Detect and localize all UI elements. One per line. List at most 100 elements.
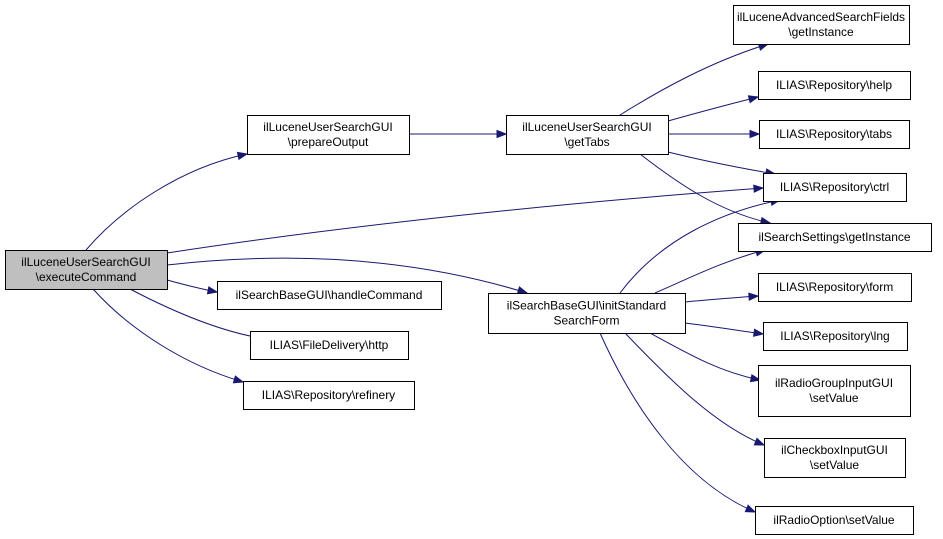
edge-line bbox=[129, 288, 261, 339]
node-box bbox=[5, 250, 168, 290]
node-handle-command[interactable]: ilSearchBaseGUI\handleCommand bbox=[217, 281, 442, 310]
edge-init-standard-search-form-to-checkbox bbox=[624, 332, 766, 446]
node-label-line: ILIAS\Repository\lng bbox=[780, 329, 889, 343]
edge-line bbox=[667, 151, 776, 175]
edge-arrowhead bbox=[206, 286, 219, 295]
edge-arrowhead bbox=[747, 95, 760, 104]
node-label-line: ILIAS\Repository\refinery bbox=[262, 388, 395, 402]
node-box bbox=[506, 115, 669, 155]
node-label-line: ilLuceneAdvancedSearchFields bbox=[737, 10, 905, 24]
edge-get-tabs-to-repo-help bbox=[667, 95, 760, 122]
node-label-line: \prepareOutput bbox=[288, 135, 369, 149]
node-label-line: \setValue bbox=[809, 391, 858, 405]
node-box bbox=[733, 5, 910, 45]
edge-init-standard-search-form-to-search-settings bbox=[654, 248, 767, 294]
node-label-line: ilSearchBaseGUI\handleCommand bbox=[236, 288, 423, 302]
node-execute-command[interactable]: ilLuceneUserSearchGUI\executeCommand bbox=[5, 250, 168, 290]
node-repo-lng[interactable]: ILIAS\Repository\lng bbox=[763, 322, 908, 351]
node-label-line: ilSearchSettings\getInstance bbox=[758, 230, 910, 244]
node-box bbox=[247, 115, 410, 155]
edge-line bbox=[684, 295, 759, 303]
node-refinery[interactable]: ILIAS\Repository\refinery bbox=[243, 381, 415, 410]
node-repo-form[interactable]: ILIAS\Repository\form bbox=[758, 273, 912, 302]
node-box bbox=[759, 120, 910, 149]
node-box bbox=[758, 273, 912, 302]
edge-arrowhead bbox=[236, 151, 249, 161]
edge-prepare-output-to-get-tabs bbox=[409, 129, 508, 139]
edge-execute-command-to-prepare-output bbox=[85, 151, 249, 251]
edge-execute-command-to-handle-command bbox=[166, 279, 219, 295]
node-label-line: ilLuceneUserSearchGUI bbox=[522, 120, 651, 134]
edge-arrowhead bbox=[749, 129, 761, 139]
node-repo-help[interactable]: ILIAS\Repository\help bbox=[758, 71, 911, 100]
edges-layer bbox=[85, 42, 782, 513]
edge-line bbox=[667, 96, 759, 122]
edge-line bbox=[599, 332, 756, 513]
edge-get-tabs-to-advanced-search-fields bbox=[619, 42, 770, 116]
edge-line bbox=[624, 332, 765, 446]
edge-init-standard-search-form-to-radio-group bbox=[649, 332, 762, 383]
edge-execute-command-to-repo-ctrl bbox=[166, 184, 765, 254]
node-label-line: ilLuceneUserSearchGUI bbox=[263, 120, 392, 134]
node-box bbox=[217, 281, 442, 310]
node-box bbox=[488, 293, 686, 334]
edge-get-tabs-to-repo-ctrl bbox=[667, 151, 777, 177]
node-label-line: ILIAS\FileDelivery\http bbox=[270, 338, 389, 352]
node-label-line: ILIAS\Repository\ctrl bbox=[780, 180, 889, 194]
edge-arrowhead bbox=[749, 373, 762, 383]
edge-arrowhead bbox=[753, 184, 765, 193]
node-box bbox=[250, 331, 409, 360]
edge-line bbox=[166, 187, 764, 254]
node-box bbox=[763, 173, 907, 202]
node-checkbox[interactable]: ilCheckboxInputGUI\setValue bbox=[764, 438, 906, 478]
edge-line bbox=[649, 332, 761, 381]
edge-arrowhead bbox=[752, 328, 765, 337]
node-label-line: ilRadioOption\setValue bbox=[773, 513, 895, 527]
node-label-line: \getTabs bbox=[564, 135, 609, 149]
nodes-layer: ilLuceneUserSearchGUI\executeCommandilLu… bbox=[5, 5, 932, 535]
edge-arrowhead bbox=[516, 286, 529, 295]
edge-line bbox=[639, 153, 771, 224]
node-label-line: \setValue bbox=[810, 458, 859, 472]
node-box bbox=[243, 381, 415, 410]
node-box bbox=[764, 438, 906, 478]
node-get-tabs[interactable]: ilLuceneUserSearchGUI\getTabs bbox=[506, 115, 669, 155]
edge-arrowhead bbox=[744, 504, 757, 513]
edge-line bbox=[619, 43, 769, 116]
edge-arrowhead bbox=[496, 129, 508, 139]
node-box bbox=[763, 322, 908, 351]
node-search-settings[interactable]: ilSearchSettings\getInstance bbox=[738, 223, 932, 252]
node-advanced-search-fields[interactable]: ilLuceneAdvancedSearchFields\getInstance bbox=[733, 5, 910, 45]
node-label-line: \executeCommand bbox=[36, 270, 137, 284]
node-label-line: ILIAS\Repository\form bbox=[776, 280, 893, 294]
edge-line bbox=[92, 288, 244, 383]
node-http[interactable]: ILIAS\FileDelivery\http bbox=[250, 331, 409, 360]
node-label-line: ILIAS\Repository\tabs bbox=[776, 127, 892, 141]
node-label-line: ilCheckboxInputGUI bbox=[781, 443, 888, 457]
edge-line bbox=[684, 322, 764, 335]
node-label-line: ilRadioGroupInputGUI bbox=[775, 376, 893, 390]
node-repo-ctrl[interactable]: ILIAS\Repository\ctrl bbox=[763, 173, 907, 202]
node-box bbox=[738, 223, 932, 252]
node-box bbox=[755, 506, 914, 535]
edge-init-standard-search-form-to-repo-lng bbox=[684, 322, 765, 337]
node-box bbox=[758, 365, 911, 417]
node-repo-tabs[interactable]: ILIAS\Repository\tabs bbox=[759, 120, 910, 149]
node-label-line: ilSearchBaseGUI\initStandard bbox=[507, 299, 666, 313]
edge-arrowhead bbox=[748, 292, 760, 301]
node-label-line: ilLuceneUserSearchGUI bbox=[21, 255, 150, 269]
edge-execute-command-to-refinery bbox=[92, 288, 245, 384]
node-radio-group[interactable]: ilRadioGroupInputGUI\setValue bbox=[758, 365, 911, 417]
edge-line bbox=[654, 249, 766, 294]
edge-arrowhead bbox=[753, 437, 766, 446]
node-label-line: SearchForm bbox=[553, 314, 619, 328]
edge-get-tabs-to-repo-tabs bbox=[668, 129, 761, 139]
node-label-line: ILIAS\Repository\help bbox=[776, 78, 892, 92]
edge-init-standard-search-form-to-radio-option bbox=[599, 332, 757, 513]
node-prepare-output[interactable]: ilLuceneUserSearchGUI\prepareOutput bbox=[247, 115, 410, 155]
node-radio-option[interactable]: ilRadioOption\setValue bbox=[755, 506, 914, 535]
node-label-line: \getInstance bbox=[788, 25, 854, 39]
edge-line bbox=[85, 153, 248, 251]
